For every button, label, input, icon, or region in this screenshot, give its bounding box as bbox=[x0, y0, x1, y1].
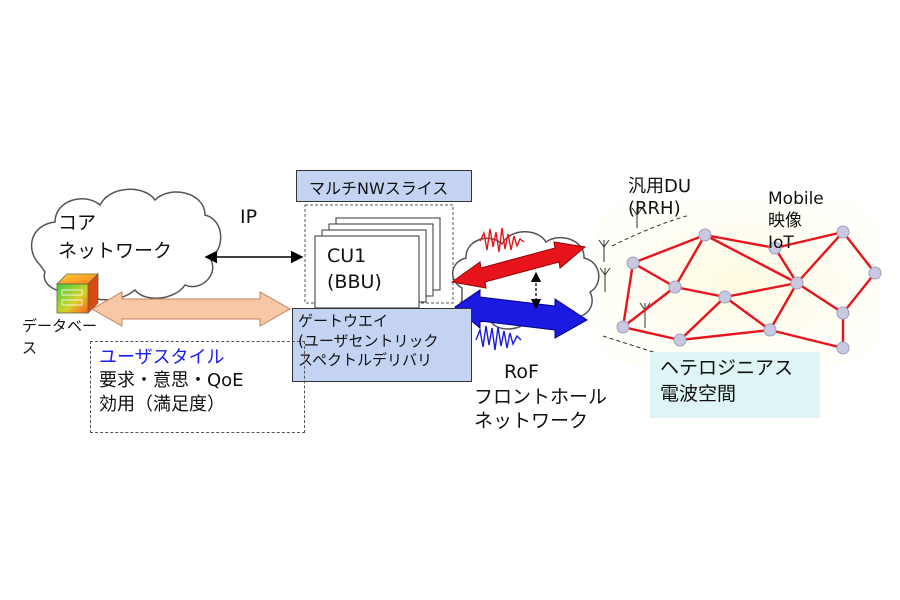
gateway-line3: スペクトルデリバリ bbox=[298, 351, 432, 369]
rof-label: RoF フロントホール ネットワーク bbox=[474, 360, 607, 434]
apps-line3: IoT bbox=[768, 233, 794, 254]
hetero-guide-line bbox=[602, 335, 661, 355]
multi-nw-slice-label: マルチNWスライス bbox=[309, 179, 449, 198]
database-cube-icon bbox=[56, 273, 99, 314]
mesh-links bbox=[621, 230, 877, 350]
multi-nw-slice-box: マルチNWスライス bbox=[296, 170, 472, 202]
rof-line2: フロントホール bbox=[474, 385, 608, 408]
hetero-line1: ヘテロジニアス bbox=[660, 357, 794, 379]
rof-red-arrow bbox=[450, 241, 587, 289]
user-style-title: ユーザスタイル bbox=[99, 347, 225, 368]
core-network-line1: コア bbox=[58, 212, 97, 234]
du-guide-line bbox=[611, 214, 691, 247]
gateway-line2: (ユーザセントリック bbox=[298, 331, 439, 350]
rof-line3: ネットワーク bbox=[474, 410, 589, 433]
mesh-nodes bbox=[616, 225, 882, 355]
du-label: 汎用DU (RRH) bbox=[628, 176, 691, 219]
du-line1: 汎用DU bbox=[628, 176, 692, 197]
database-label-line1: データベー bbox=[22, 317, 98, 335]
core-network-line2: ネットワーク bbox=[58, 240, 173, 263]
heterogeneous-space-background bbox=[595, 200, 880, 365]
database-gateway-arrow bbox=[90, 291, 292, 327]
rof-line1: RoF bbox=[504, 361, 539, 383]
apps-line2: 映像 bbox=[768, 211, 802, 232]
core-network-cloud bbox=[30, 188, 222, 301]
red-waveform bbox=[479, 227, 525, 253]
apps-line1: Mobile bbox=[768, 189, 824, 209]
user-style-line2: 効用（満足度） bbox=[99, 393, 225, 415]
du-line2: (RRH) bbox=[628, 197, 681, 219]
cu1-label-line1: CU1 bbox=[327, 245, 367, 267]
user-style-line1: 要求・意思・QoE bbox=[99, 370, 244, 392]
heterogeneous-radio-space-box: ヘテロジニアス 電波空間 bbox=[650, 352, 820, 418]
gateway-box: ゲートウエイ (ユーザセントリック スペクトルデリバリ bbox=[292, 308, 472, 382]
user-style-box: ユーザスタイル 要求・意思・QoE 効用（満足度） bbox=[90, 341, 305, 433]
gateway-line1: ゲートウエイ bbox=[298, 312, 389, 330]
hetero-line2: 電波空間 bbox=[660, 382, 737, 405]
cu1-label: CU1 (BBU) bbox=[327, 244, 382, 295]
apps-label: Mobile 映像 IoT bbox=[768, 188, 824, 254]
database-label-line2: ス bbox=[22, 338, 38, 357]
blue-waveform bbox=[475, 325, 522, 351]
ip-label: IP bbox=[240, 206, 258, 228]
cu1-label-line2: (BBU) bbox=[327, 270, 382, 293]
core-network-label: コア ネットワーク bbox=[58, 212, 172, 263]
database-label: データベー ス bbox=[22, 316, 97, 360]
rof-blue-arrow bbox=[454, 289, 588, 339]
